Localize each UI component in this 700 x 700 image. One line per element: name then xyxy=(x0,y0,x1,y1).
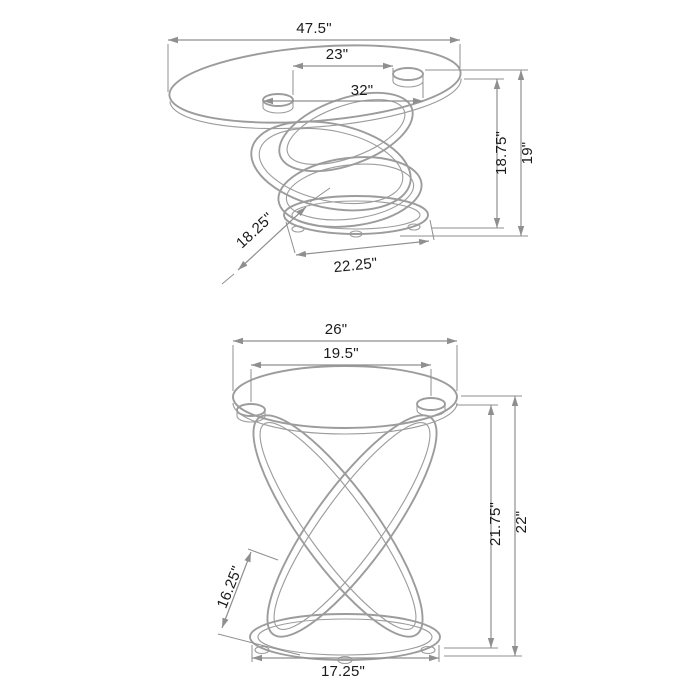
coffee-dim-outer-span: 32" xyxy=(263,82,424,105)
end-overall-height-label: 22" xyxy=(513,511,530,534)
extension-line xyxy=(217,633,301,656)
coffee-height-underside-label: 18.75" xyxy=(493,131,510,175)
dimension-line xyxy=(295,238,430,258)
coffee-outer-span-label: 32" xyxy=(351,82,374,99)
cross-ring-1-outer xyxy=(252,414,424,638)
foot xyxy=(349,230,363,238)
end-table-drawing: 26" 19.5" 21.75" 22" 16.25" xyxy=(214,321,530,680)
end-inner-span-label: 19.5" xyxy=(323,345,359,362)
ring-2-inner xyxy=(258,128,404,204)
end-dim-base-depth: 16.25" xyxy=(214,548,301,656)
coffee-right-puck xyxy=(392,67,424,88)
end-ring-base xyxy=(249,414,441,665)
coffee-dim-overall-width: 47.5" xyxy=(167,20,461,92)
coffee-dim-inner-span: 23" xyxy=(292,46,394,95)
ring-2-outer xyxy=(250,120,412,212)
end-glass-edge xyxy=(232,402,458,435)
coffee-base-width-label: 22.25" xyxy=(333,255,379,277)
coffee-glass-edge xyxy=(169,78,462,130)
puck-top xyxy=(392,67,424,81)
cross-ring-2-outer xyxy=(266,414,438,638)
end-dim-inner-span: 19.5" xyxy=(250,345,432,402)
coffee-table-drawing: 47.5" 23" 32" 18.75" 19" xyxy=(167,20,536,285)
dimension-line xyxy=(221,551,252,629)
end-dim-base-width: 17.25" xyxy=(251,645,440,680)
puck-top xyxy=(416,397,446,411)
end-base-depth-label: 16.25" xyxy=(214,564,246,611)
ring-3-inner xyxy=(285,163,415,221)
end-dim-heights: 21.75" 22" xyxy=(444,395,530,657)
end-right-puck xyxy=(416,397,446,417)
puck-side xyxy=(416,404,446,417)
floor-ring-outer xyxy=(283,195,429,235)
extension-line xyxy=(247,548,279,561)
coffee-table-top xyxy=(168,44,462,130)
end-overall-width-label: 26" xyxy=(325,321,348,338)
end-height-underside-label: 21.75" xyxy=(487,502,504,546)
coffee-dim-base-width: 22.25" xyxy=(285,219,435,277)
end-base-width-label: 17.25" xyxy=(321,663,365,680)
foot xyxy=(254,645,270,655)
dimension-line xyxy=(237,206,307,271)
extension-line xyxy=(309,187,331,203)
coffee-overall-width-label: 47.5" xyxy=(296,20,332,37)
cross-ring-2-inner xyxy=(273,421,431,631)
coffee-overall-height-label: 19" xyxy=(519,142,536,165)
puck-side xyxy=(392,74,424,88)
extension-line xyxy=(221,273,235,285)
extension-line xyxy=(429,219,435,241)
end-table-top xyxy=(232,365,458,435)
foot xyxy=(420,645,436,655)
coffee-base-depth-label: 18.25" xyxy=(233,209,277,251)
coffee-inner-span-label: 23" xyxy=(326,46,349,63)
cross-ring-1-inner xyxy=(259,421,417,631)
coffee-left-puck xyxy=(262,93,294,114)
puck-top xyxy=(262,93,294,107)
coffee-dim-heights: 18.75" 19" xyxy=(400,69,536,237)
end-glass-top xyxy=(232,365,458,429)
foot xyxy=(407,223,421,231)
coffee-dim-base-depth: 18.25" xyxy=(221,187,331,285)
end-dim-overall-width: 26" xyxy=(232,321,458,391)
ring-1-inner xyxy=(286,99,406,165)
extension-line xyxy=(285,221,296,254)
ring-3-outer xyxy=(277,156,423,228)
